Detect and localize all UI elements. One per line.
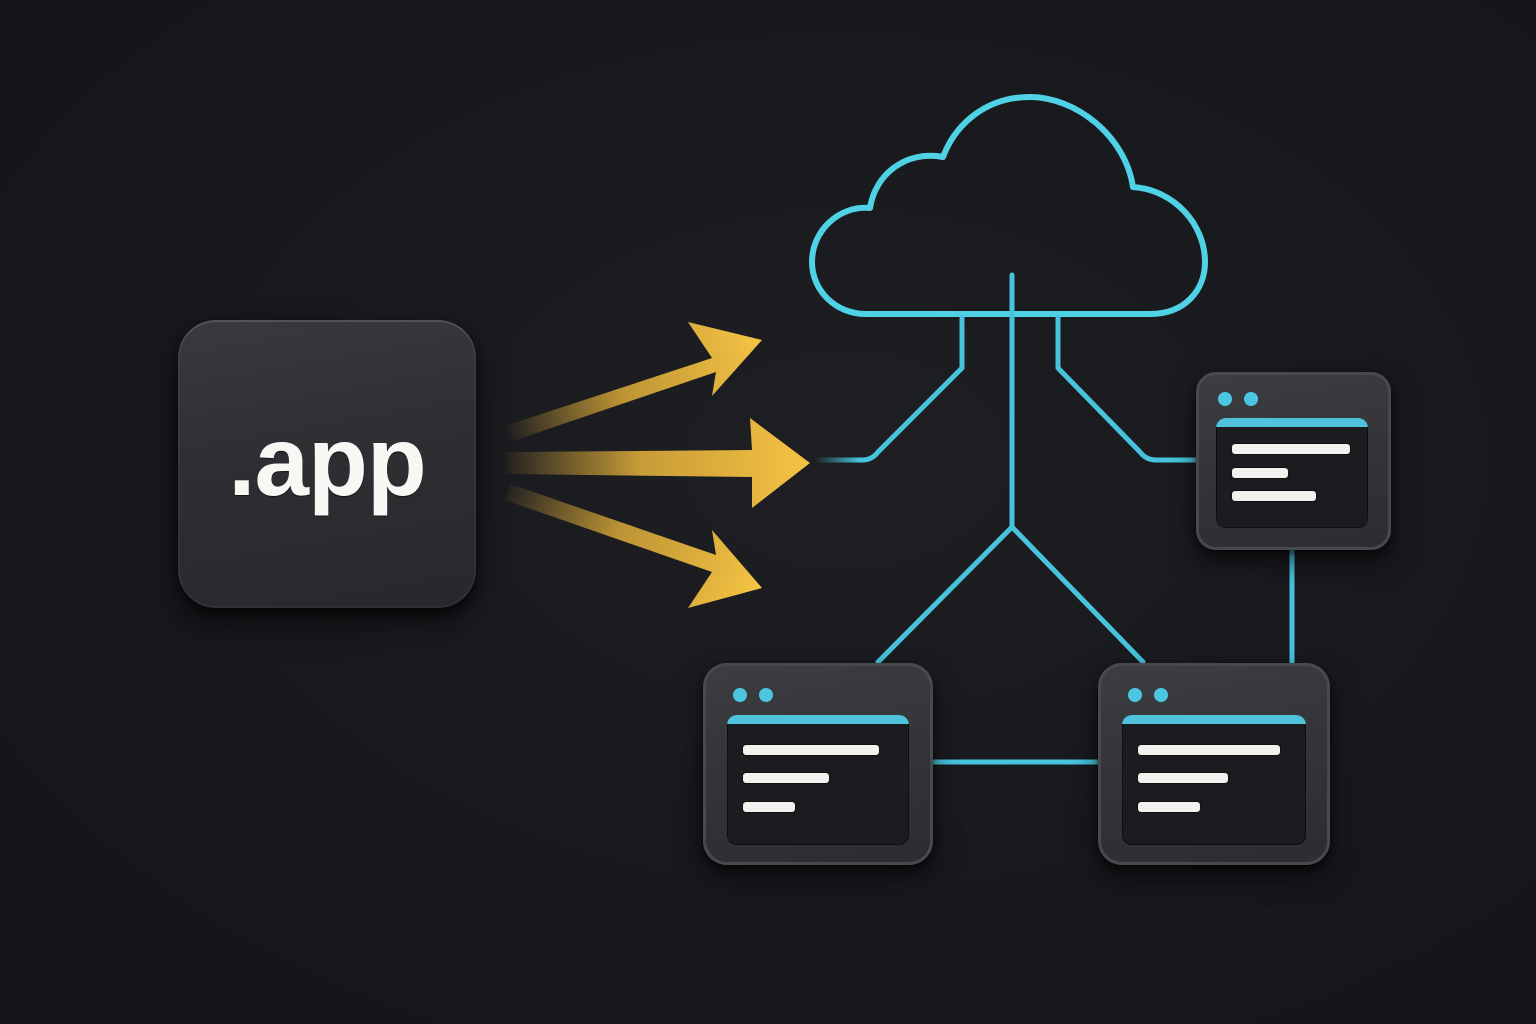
dot-icon	[759, 688, 773, 702]
arrow-up-right-icon	[505, 322, 762, 442]
link-to-bottom-left	[875, 524, 1015, 665]
cloud-icon	[809, 94, 1208, 317]
text-line	[1138, 773, 1228, 783]
dot-icon	[1218, 392, 1232, 406]
dot-icon	[1244, 392, 1258, 406]
link-to-top-right	[1055, 315, 1201, 463]
window-titlebar	[1122, 715, 1306, 724]
text-line	[1232, 491, 1316, 501]
text-line	[1232, 468, 1288, 478]
link-to-bottom-right	[1009, 524, 1146, 665]
dot-icon	[1154, 688, 1168, 702]
window-node-bottom-left	[703, 663, 933, 865]
dot-icon	[733, 688, 747, 702]
text-line	[743, 802, 795, 812]
window-screen	[1122, 715, 1306, 845]
window-dots	[733, 688, 773, 702]
arrow-right-icon	[505, 418, 810, 508]
dot-icon	[1128, 688, 1142, 702]
network-links	[857, 272, 1295, 765]
text-line	[743, 773, 829, 783]
window-dots	[1218, 392, 1258, 406]
window-titlebar	[727, 715, 909, 724]
deploy-arrows	[505, 322, 810, 608]
window-screen	[1216, 418, 1368, 528]
arrow-down-right-icon	[505, 484, 762, 608]
app-label: .app	[228, 406, 426, 516]
window-node-top-right	[1196, 372, 1391, 550]
window-screen	[727, 715, 909, 845]
text-line	[743, 745, 879, 755]
text-line	[1138, 802, 1200, 812]
link-left-branch	[857, 315, 965, 463]
window-node-bottom-right	[1098, 663, 1330, 865]
window-dots	[1128, 688, 1168, 702]
app-tile: .app	[178, 320, 476, 608]
text-line	[1138, 745, 1280, 755]
text-line	[1232, 444, 1350, 454]
window-titlebar	[1216, 418, 1368, 427]
